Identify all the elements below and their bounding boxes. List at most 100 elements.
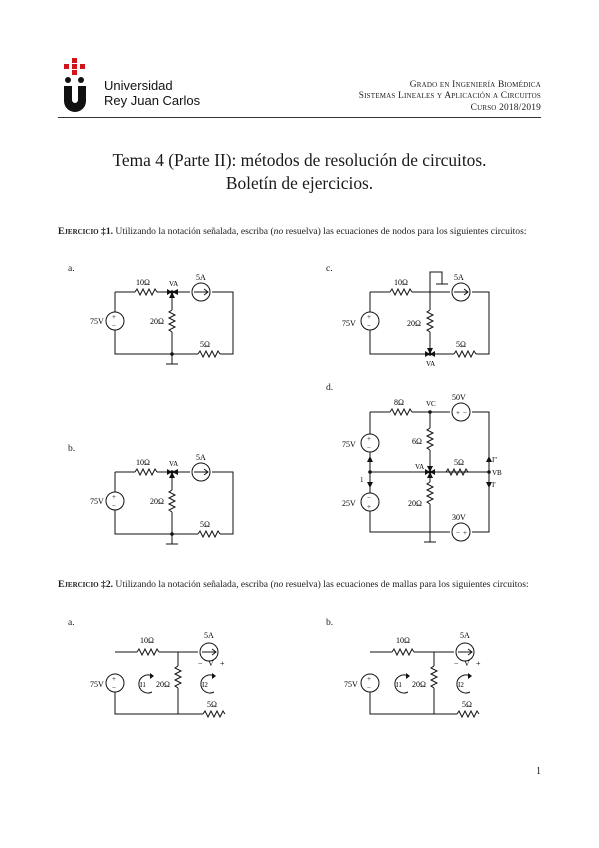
r20-label: 20Ω xyxy=(407,319,421,328)
i1-label: I1 xyxy=(396,681,402,689)
plus-sign: + xyxy=(367,313,371,321)
current-source-icon xyxy=(455,642,475,662)
circuit-c-label: c. xyxy=(326,263,333,274)
v-label: V xyxy=(208,659,214,668)
v75-label: 75V xyxy=(90,680,104,689)
circuit-2a-diagram: + − 75V 10Ω 20Ω 5Ω 5A − V + I1 I2 xyxy=(90,631,226,719)
resistor-20ohm xyxy=(425,309,435,333)
resistor-5ohm xyxy=(445,467,469,477)
exercise-1-heading: Ejercicio ‡1. xyxy=(58,226,114,237)
current-source-icon xyxy=(199,642,219,662)
mesh-current-1-icon xyxy=(138,674,153,694)
i5-label: 5A xyxy=(196,273,206,282)
r5-label: 5Ω xyxy=(456,340,466,349)
minus-label: − xyxy=(198,659,203,668)
r10-label: 10Ω xyxy=(140,636,154,645)
u-letter-icon xyxy=(64,77,86,112)
exercise-1: Ejercicio ‡1. Utilizando la notación señ… xyxy=(58,226,543,239)
circuit-1a-diagram: + − 75V 10Ω 20Ω 5Ω 5A VA xyxy=(90,273,234,365)
r5-label: 5Ω xyxy=(454,458,464,467)
r10-label: 10Ω xyxy=(136,458,150,467)
plus-sign: + xyxy=(112,493,116,501)
minus-sign: − xyxy=(112,502,116,510)
i2-label: I2 xyxy=(202,681,208,689)
university-line2: Rey Juan Carlos xyxy=(104,93,201,108)
exercise-1-text-b: resuelva) las ecuaciones de nodos para l… xyxy=(283,226,527,237)
resistor-20ohm xyxy=(167,489,177,513)
r10-label: 10Ω xyxy=(396,636,410,645)
university-logo xyxy=(64,58,86,112)
resistor-20ohm xyxy=(173,665,183,689)
v30-label: 30V xyxy=(452,513,466,522)
plus-sign: + xyxy=(112,675,116,683)
v75-label: 75V xyxy=(342,319,356,328)
voltage-source-icon xyxy=(105,491,125,511)
r5-label: 5Ω xyxy=(200,340,210,349)
voltage-source-75v-icon xyxy=(360,433,380,453)
v75-label: 75V xyxy=(90,497,104,506)
minus-sign: − xyxy=(112,322,116,330)
minus-sign: − xyxy=(112,684,116,692)
plus-label: + xyxy=(476,659,481,668)
resistor-10ohm xyxy=(134,467,158,477)
r20-label: 20Ω xyxy=(408,499,422,508)
resistor-6ohm xyxy=(425,427,435,451)
v75-label: 75V xyxy=(342,440,356,449)
circuit-2a-label: a. xyxy=(68,617,75,628)
r5-label: 5Ω xyxy=(200,520,210,529)
resistor-10ohm xyxy=(391,647,415,657)
i1-label: I1 xyxy=(140,681,146,689)
plus-sign: + xyxy=(463,529,467,537)
title-line2: Boletín de ejercicios. xyxy=(225,173,374,193)
mesh-current-1-icon xyxy=(394,674,409,694)
course-name: Sistemas Lineales y Aplicación a Circuit… xyxy=(358,91,541,102)
voltage-source-icon xyxy=(105,311,125,331)
current-source-icon xyxy=(451,282,471,302)
i5-label: 5A xyxy=(204,631,214,640)
exercise-1-text-a: Utilizando la notación señalada, escriba… xyxy=(113,226,274,237)
resistor-10ohm xyxy=(389,287,413,297)
v25-label: 25V xyxy=(342,499,356,508)
circuit-1b-diagram: + − 75V 10Ω 20Ω 5Ω 5A VA xyxy=(90,453,234,545)
resistor-10ohm xyxy=(136,647,160,657)
crown-emblem-icon xyxy=(64,58,85,75)
r20-label: 20Ω xyxy=(412,680,426,689)
resistor-5ohm xyxy=(202,709,226,719)
va-label: VA xyxy=(169,280,178,288)
resistor-5ohm xyxy=(456,709,480,719)
r20-label: 20Ω xyxy=(150,317,164,326)
va-label: VA xyxy=(415,463,424,471)
exercise-2-emphasis: no xyxy=(273,579,284,590)
exercise-2: Ejercicio ‡2. Utilizando la notación señ… xyxy=(58,579,543,592)
r10-label: 10Ω xyxy=(394,278,408,287)
minus-sign: − xyxy=(367,684,371,692)
minus-sign: − xyxy=(463,409,467,417)
minus-label: − xyxy=(454,659,459,668)
title-line1: Tema 4 (Parte II): métodos de resolución… xyxy=(112,150,487,170)
current-source-icon xyxy=(191,282,211,302)
plus-sign: + xyxy=(367,503,371,511)
minus-sign: − xyxy=(367,322,371,330)
resistor-5ohm xyxy=(453,349,477,359)
university-name: Universidad Rey Juan Carlos xyxy=(104,78,200,108)
header-rule xyxy=(58,117,541,118)
academic-year: Curso 2018/2019 xyxy=(470,102,541,113)
university-line1: Universidad xyxy=(104,78,173,93)
minus-sign: − xyxy=(367,444,371,452)
v-label: V xyxy=(464,659,470,668)
mesh-current-2-icon xyxy=(200,674,215,694)
resistor-20ohm xyxy=(167,309,177,333)
v75-label: 75V xyxy=(344,680,358,689)
minus-sign: − xyxy=(367,494,371,502)
page-title: Tema 4 (Parte II): métodos de resolución… xyxy=(0,149,599,195)
plus-label: + xyxy=(220,659,225,668)
mesh-current-2-icon xyxy=(456,674,471,694)
r5-label: 5Ω xyxy=(462,700,472,709)
resistor-20ohm xyxy=(429,665,439,689)
circuit-1d-diagram: + − − + + − − + 75V 25V 50V 30V 8Ω 6Ω 5Ω… xyxy=(342,393,502,543)
plus-sign: + xyxy=(367,675,371,683)
resistor-5ohm xyxy=(197,349,221,359)
vb-label: VB xyxy=(492,469,502,477)
exercise-2-text-b: resuelva) las ecuaciones de mallas para … xyxy=(283,579,529,590)
va-label: VA xyxy=(169,460,178,468)
